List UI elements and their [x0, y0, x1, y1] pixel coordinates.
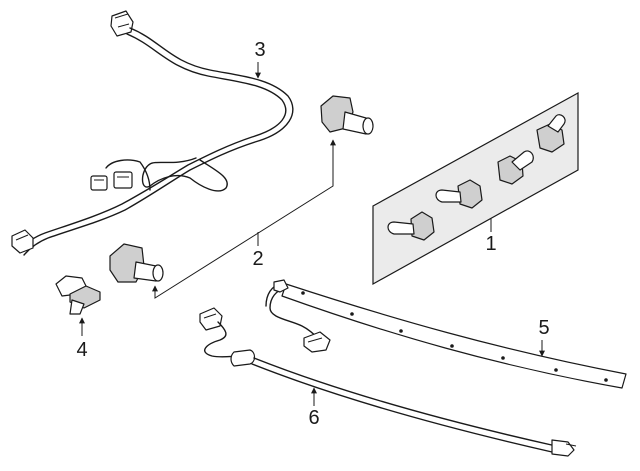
kit-sensor-2	[435, 179, 483, 209]
cable-top-connector	[199, 307, 223, 331]
harness-side-connector-b	[113, 171, 133, 189]
callout-5: 5	[538, 317, 549, 339]
strip-end-connector	[273, 279, 289, 293]
kit-sensor-4	[536, 114, 566, 153]
strip-pigtail-connector	[303, 331, 331, 353]
kit-sensor-3	[497, 150, 534, 185]
harness-side-connector-a	[90, 175, 108, 191]
callout-2: 2	[252, 248, 263, 270]
harness-top-connector	[110, 10, 134, 37]
kit-sensor-1	[387, 211, 435, 241]
callout-3: 3	[254, 39, 265, 61]
cable-inline-module	[230, 349, 256, 367]
harness-left-connector	[11, 229, 34, 254]
callout-6: 6	[308, 407, 319, 429]
cable-end-connector	[551, 439, 577, 457]
wiring-harness-part-3[interactable]	[11, 10, 294, 256]
retainer-clip-part-4[interactable]	[55, 275, 101, 336]
sensor-kit-part-1[interactable]	[372, 91, 579, 286]
sensor-upper	[320, 95, 374, 135]
callout-4: 4	[76, 339, 87, 361]
cable-assembly-part-6[interactable]	[199, 307, 577, 457]
bumper-reinforcement-part-5[interactable]	[265, 279, 627, 389]
parking-sensor-part-2[interactable]	[109, 95, 374, 299]
sensor-lower	[109, 243, 164, 283]
callout-1: 1	[485, 233, 496, 255]
